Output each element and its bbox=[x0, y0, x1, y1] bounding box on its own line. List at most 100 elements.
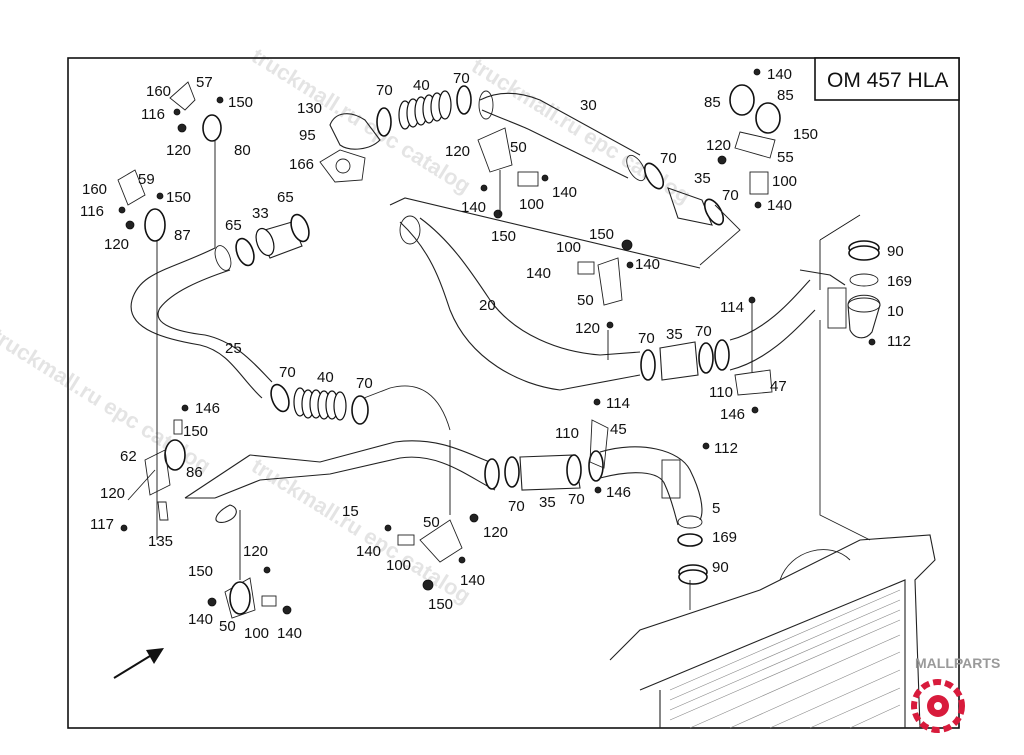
part-label-62: 62 bbox=[120, 448, 137, 465]
part-label-40: 40 bbox=[317, 369, 334, 386]
part-label-40: 40 bbox=[413, 77, 430, 94]
part-label-70: 70 bbox=[453, 70, 470, 87]
part-label-20: 20 bbox=[479, 297, 496, 314]
part-label-55: 55 bbox=[777, 149, 794, 166]
part-label-50: 50 bbox=[219, 618, 236, 635]
part-label-116: 116 bbox=[141, 106, 165, 123]
part-label-85: 85 bbox=[777, 87, 794, 104]
part-label-146: 146 bbox=[720, 406, 745, 423]
part-label-100: 100 bbox=[519, 196, 544, 213]
part-label-150: 150 bbox=[228, 94, 253, 111]
part-label-120: 120 bbox=[243, 543, 268, 560]
radiator bbox=[609, 320, 936, 729]
pipe-25 bbox=[130, 245, 273, 399]
part-label-112: 112 bbox=[887, 333, 911, 350]
bracket-50-lower-left bbox=[207, 566, 292, 619]
bracket-47 bbox=[734, 296, 773, 414]
part-label-35: 35 bbox=[694, 170, 711, 187]
part-label-35: 35 bbox=[666, 326, 683, 343]
part-label-90: 90 bbox=[712, 559, 729, 576]
bracket-55-85 bbox=[717, 68, 781, 209]
leader-lines bbox=[156, 140, 861, 580]
part-label-135: 135 bbox=[148, 533, 173, 550]
part-label-70: 70 bbox=[660, 150, 677, 167]
watermark-1: truckmall.ru epc catalog bbox=[247, 43, 475, 198]
part-label-87: 87 bbox=[174, 227, 191, 244]
part-label-146: 146 bbox=[606, 484, 631, 501]
part-label-140: 140 bbox=[552, 184, 577, 201]
part-label-169: 169 bbox=[712, 529, 737, 546]
part-label-120: 120 bbox=[575, 320, 600, 337]
part-label-59: 59 bbox=[138, 171, 155, 188]
part-label-70: 70 bbox=[568, 491, 585, 508]
bellows-40-upper bbox=[319, 85, 472, 183]
bellows-40-lower bbox=[270, 383, 451, 431]
clamp-90-upper bbox=[827, 240, 881, 346]
part-label-116: 116 bbox=[80, 203, 104, 220]
part-label-65: 65 bbox=[277, 189, 294, 206]
part-label-140: 140 bbox=[188, 611, 213, 628]
part-label-70: 70 bbox=[508, 498, 525, 515]
part-label-169: 169 bbox=[887, 273, 912, 290]
part-label-100: 100 bbox=[556, 239, 581, 256]
part-label-140: 140 bbox=[460, 572, 485, 589]
part-label-120: 120 bbox=[706, 137, 731, 154]
part-label-130: 130 bbox=[297, 100, 322, 117]
part-label-80: 80 bbox=[234, 142, 251, 159]
pipe-20 bbox=[389, 197, 846, 391]
part-label-65: 65 bbox=[225, 217, 242, 234]
bracket-45 bbox=[589, 398, 710, 494]
part-label-10: 10 bbox=[887, 303, 904, 320]
part-label-150: 150 bbox=[491, 228, 516, 245]
mallparts-logo-icon: MALLPARTS bbox=[911, 655, 1000, 733]
part-label-90: 90 bbox=[887, 243, 904, 260]
diagram-title: OM 457 HLA bbox=[827, 69, 948, 92]
pipe-5 bbox=[599, 446, 703, 529]
part-label-70: 70 bbox=[695, 323, 712, 340]
direction-arrow-icon bbox=[113, 648, 164, 679]
part-label-70: 70 bbox=[722, 187, 739, 204]
part-label-140: 140 bbox=[461, 199, 486, 216]
part-label-140: 140 bbox=[767, 197, 792, 214]
part-label-50: 50 bbox=[577, 292, 594, 309]
part-label-150: 150 bbox=[188, 563, 213, 580]
part-label-45: 45 bbox=[610, 421, 627, 438]
part-label-100: 100 bbox=[244, 625, 269, 642]
part-label-150: 150 bbox=[166, 189, 191, 206]
part-label-120: 120 bbox=[100, 485, 125, 502]
part-label-110: 110 bbox=[709, 384, 733, 401]
part-label-50: 50 bbox=[423, 514, 440, 531]
clamp-90-lower bbox=[677, 533, 708, 585]
part-label-140: 140 bbox=[635, 256, 660, 273]
part-label-120: 120 bbox=[166, 142, 191, 159]
part-label-120: 120 bbox=[483, 524, 508, 541]
part-label-47: 47 bbox=[770, 378, 787, 395]
part-label-25: 25 bbox=[225, 340, 242, 357]
part-label-120: 120 bbox=[104, 236, 129, 253]
part-label-146: 146 bbox=[195, 400, 220, 417]
part-label-57: 57 bbox=[196, 74, 213, 91]
drawing-frame bbox=[67, 57, 960, 729]
part-labels: 160 57 116 150 120 80 160 59 116 150 120… bbox=[80, 66, 912, 642]
part-label-70: 70 bbox=[279, 364, 296, 381]
part-label-112: 112 bbox=[714, 440, 738, 457]
part-label-140: 140 bbox=[277, 625, 302, 642]
bracket-50-lower-mid bbox=[384, 513, 479, 591]
part-label-85: 85 bbox=[704, 94, 721, 111]
bracket-59-87 bbox=[117, 169, 166, 242]
part-label-15: 15 bbox=[342, 503, 359, 520]
watermark-4: truckmall.ru epc catalog bbox=[247, 453, 475, 608]
part-label-50: 50 bbox=[510, 139, 527, 156]
bracket-62-86 bbox=[120, 404, 189, 532]
part-label-70: 70 bbox=[356, 375, 373, 392]
part-label-150: 150 bbox=[589, 226, 614, 243]
part-label-140: 140 bbox=[356, 543, 381, 560]
part-label-150: 150 bbox=[793, 126, 818, 143]
part-label-5: 5 bbox=[712, 500, 720, 517]
part-label-117: 117 bbox=[90, 516, 114, 533]
bracket-57-80 bbox=[169, 81, 224, 142]
part-label-100: 100 bbox=[772, 173, 797, 190]
part-label-110: 110 bbox=[555, 425, 579, 442]
part-label-86: 86 bbox=[186, 464, 203, 481]
